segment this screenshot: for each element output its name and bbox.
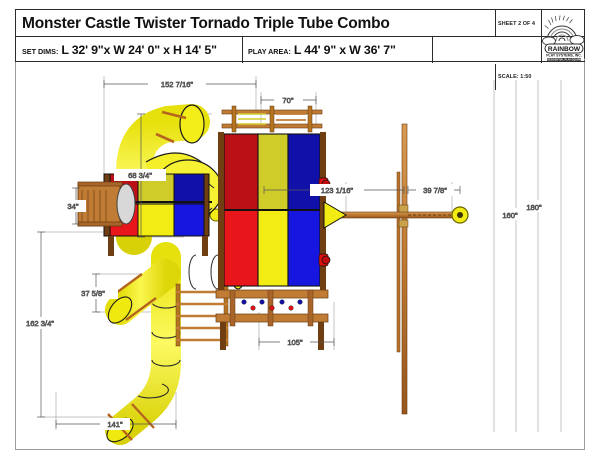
dim-label-141: 141" (107, 420, 123, 429)
revision-cell-empty (432, 37, 495, 63)
logo-tagline-text: THE RESIDENTIAL PLAY EQUIPMENT (542, 58, 586, 61)
dim-right-heights: 160" 180" (498, 200, 547, 220)
set-dims-label: SET DIMS: (22, 46, 59, 56)
logo-brand-text: RAINBOW (548, 45, 581, 52)
page-title: Monster Castle Twister Tornado Triple Tu… (22, 15, 390, 32)
dim-label-180: 180" (526, 203, 542, 212)
dim-label-39: 39 7/8" (423, 186, 447, 195)
dim-label-37: 37 5/8" (81, 289, 105, 298)
sheet-number: SHEET 2 OF 4 (495, 10, 541, 37)
dim-label-68: 68 3/4" (128, 171, 152, 180)
playset-elevation-drawing: 152 7/16" 70" 68 3/4" (16, 62, 584, 449)
logo-subtitle-text: PLAY SYSTEMS, INC. (546, 53, 582, 57)
elevation-svg: 152 7/16" 70" 68 3/4" (16, 76, 562, 445)
dim-slide-drop: 37 5/8" (68, 273, 118, 313)
dim-deck-width: 105" (258, 336, 335, 348)
left-tower-panels (103, 173, 212, 237)
dim-label-70: 70" (282, 96, 293, 105)
dim-beam-span: 123 1/16" (263, 184, 405, 196)
dim-top-overall: 152 7/16" (103, 78, 257, 90)
title-block: Monster Castle Twister Tornado Triple Tu… (15, 9, 586, 90)
dim-left-overall: 162 3/4" (16, 231, 68, 418)
set-dims-value: L 32' 9"x W 24' 0" x H 14' 5" (61, 43, 217, 57)
dimension-annotations: 152 7/16" 70" 68 3/4" (16, 78, 547, 430)
logo-graphic: RAINBOW PLAY SYSTEMS, INC. THE RESIDENTI… (542, 15, 586, 61)
dim-label-160: 160" (502, 211, 518, 220)
dim-beam-end: 39 7/8" (407, 184, 461, 196)
play-area-label: PLAY AREA: (248, 46, 291, 56)
dim-seat-height: 34" (60, 187, 86, 225)
dim-label-152: 152 7/16" (161, 80, 194, 89)
left-tower-legs (108, 236, 208, 256)
title-block-row-top: Monster Castle Twister Tornado Triple Tu… (16, 10, 586, 63)
extension-lines (41, 76, 562, 432)
dim-label-34: 34" (67, 202, 78, 211)
title-block-row-bottom: SET DIMS: L 32' 9"x W 24' 0" x H 14' 5" … (16, 37, 584, 90)
left-bench-structure (77, 181, 136, 227)
dim-label-105: 105" (287, 338, 303, 347)
dim-label-123: 123 1/16" (321, 186, 354, 195)
rainbow-logo: RAINBOW PLAY SYSTEMS, INC. THE RESIDENTI… (541, 10, 586, 63)
set-dimensions: SET DIMS: L 32' 9"x W 24' 0" x H 14' 5" (16, 37, 242, 63)
dim-label-162: 162 3/4" (26, 319, 54, 328)
play-area: PLAY AREA: L 44' 9" x W 36' 7" (242, 37, 432, 63)
central-tower (215, 105, 347, 350)
dim-bottom-overall: 141" (55, 418, 177, 430)
upper-left-angled-tube (105, 259, 181, 325)
dim-tube-height: 68 3/4" (114, 113, 166, 238)
play-area-value: L 44' 9" x W 36' 7" (293, 43, 396, 57)
tower-top-rails (221, 105, 323, 133)
dim-tower-width: 70" (260, 94, 317, 106)
scale-note: SCALE: 1:50 (495, 64, 541, 90)
